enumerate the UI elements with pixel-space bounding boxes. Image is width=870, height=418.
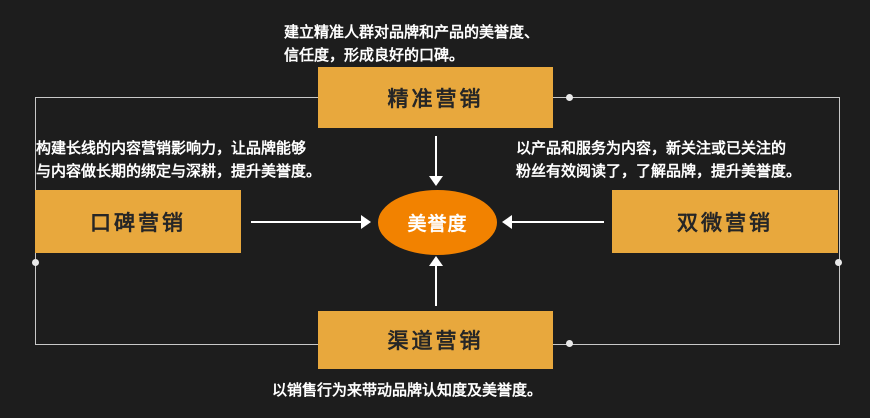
box-word-of-mouth-marketing-label: 口碑营销 [90,211,186,235]
box-channel-marketing: 渠道营销 [318,311,553,369]
note-bottom: 以销售行为来带动品牌认知度及美誉度。 [272,379,542,402]
note-left-line2: 与内容做长期的绑定与深耕，提升美誉度。 [36,163,322,180]
box-channel-marketing-label: 渠道营销 [387,330,484,353]
box-weibo-wechat-marketing: 双微营销 [612,190,838,253]
arrow-left-shaft [512,221,604,223]
arrow-down-shaft [435,136,437,178]
note-top-line1: 建立精准人群对品牌和产品的美誉度、 [284,24,540,41]
note-right: 以产品和服务为内容，新关注或已关注的 粉丝有效阅读了，了解品牌，提升美誉度。 [516,137,801,183]
note-right-line1: 以产品和服务为内容，新关注或已关注的 [516,140,787,157]
connector-dot-left-side [32,259,39,266]
note-left: 构建长线的内容营销影响力，让品牌能够 与内容做长期的绑定与深耕，提升美誉度。 [36,137,321,183]
arrow-up-shaft [435,266,437,306]
box-word-of-mouth-marketing: 口碑营销 [35,190,241,253]
arrow-right-shaft [251,221,363,223]
arrow-up-head [429,256,443,266]
arrow-right-head [361,215,371,229]
box-precision-marketing-label: 精准营销 [387,87,484,111]
arrow-down-head [429,176,443,186]
note-bottom-line1: 以销售行为来带动品牌认知度及美誉度。 [272,382,543,399]
note-left-line1: 构建长线的内容营销影响力，让品牌能够 [36,140,307,157]
arrow-left-head [502,215,512,229]
note-right-line2: 粉丝有效阅读了，了解品牌，提升美誉度。 [516,163,802,180]
connector-dot-bottom-right [566,340,573,347]
connector-dot-top-right [566,94,573,101]
box-precision-marketing: 精准营销 [318,67,553,128]
center-ellipse-reputation: 美誉度 [378,190,497,255]
connector-dot-right-side [835,259,842,266]
center-ellipse-label: 美誉度 [407,214,468,235]
note-top: 建立精准人群对品牌和产品的美誉度、 信任度，形成良好的口碑。 [284,21,539,67]
box-weibo-wechat-marketing-label: 双微营销 [677,211,773,235]
note-top-line2: 信任度，形成良好的口碑。 [284,47,465,64]
